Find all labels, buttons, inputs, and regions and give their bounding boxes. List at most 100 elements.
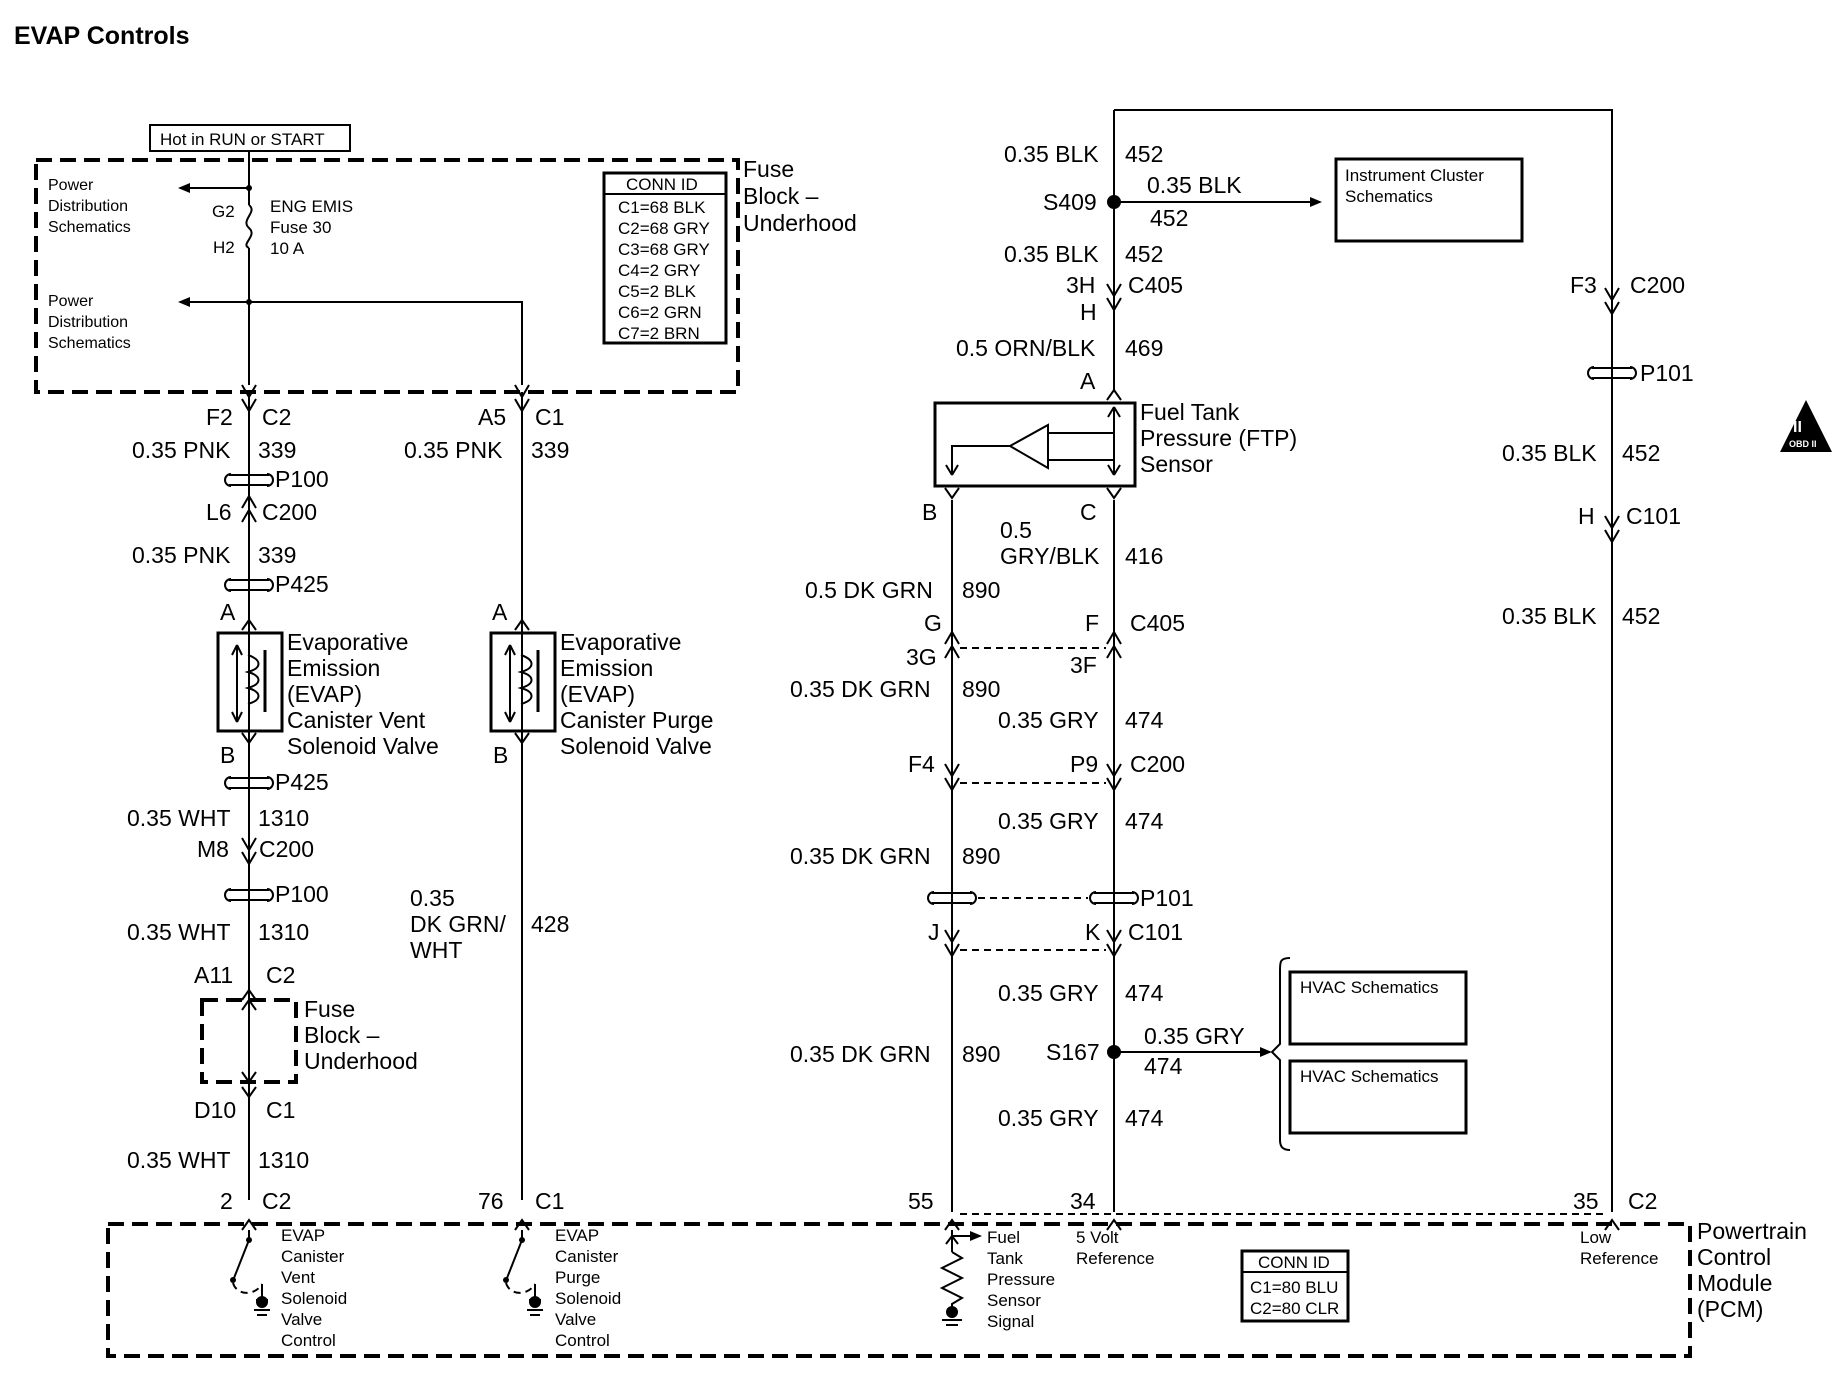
svg-text:0.35 DK GRN: 0.35 DK GRN	[790, 843, 931, 869]
svg-text:10 A: 10 A	[270, 239, 305, 258]
svg-text:DK GRN/: DK GRN/	[410, 911, 506, 937]
svg-text:G: G	[924, 610, 942, 636]
svg-text:Underhood: Underhood	[304, 1048, 418, 1074]
svg-text:Reference: Reference	[1076, 1249, 1154, 1268]
svg-text:Underhood: Underhood	[743, 210, 857, 236]
svg-text:0.35 PNK: 0.35 PNK	[132, 542, 231, 568]
conn-id-table	[602, 171, 728, 345]
svg-text:34: 34	[1070, 1188, 1096, 1214]
svg-text:469: 469	[1125, 335, 1163, 361]
hvac-schematics-link[interactable]	[1288, 970, 1468, 1046]
power-distribution-link-2[interactable]: Power	[48, 293, 94, 310]
svg-text:S167: S167	[1046, 1039, 1100, 1065]
svg-text:Solenoid: Solenoid	[555, 1289, 621, 1308]
svg-text:452: 452	[1150, 205, 1188, 231]
svg-text:416: 416	[1125, 543, 1163, 569]
svg-text:B: B	[493, 742, 508, 768]
svg-text:Module: Module	[1697, 1270, 1772, 1296]
power-distribution-link[interactable]: Power	[48, 177, 94, 194]
svg-text:C1: C1	[266, 1097, 295, 1123]
svg-text:K: K	[1085, 919, 1101, 945]
svg-text:Signal: Signal	[987, 1312, 1034, 1331]
svg-text:0.35 PNK: 0.35 PNK	[404, 437, 503, 463]
hvac-schematics-link-2[interactable]	[1288, 1059, 1468, 1135]
svg-text:428: 428	[531, 911, 569, 937]
purge-solenoid-valve	[489, 631, 557, 733]
splice-p425: P425	[275, 571, 329, 597]
svg-text:(EVAP): (EVAP)	[287, 681, 362, 707]
svg-text:Schematics: Schematics	[48, 335, 131, 352]
svg-text:F3: F3	[1570, 272, 1597, 298]
svg-text:0.35 BLK: 0.35 BLK	[1502, 440, 1597, 466]
hot-in-run-label: Hot in RUN or START	[160, 130, 325, 149]
svg-text:339: 339	[258, 542, 296, 568]
svg-text:J: J	[928, 919, 940, 945]
svg-text:0.35 GRY: 0.35 GRY	[998, 1105, 1099, 1131]
pcm-conn-id-table	[1240, 1249, 1350, 1323]
svg-text:Block –: Block –	[304, 1022, 380, 1048]
svg-text:C4=2 GRY: C4=2 GRY	[618, 261, 700, 280]
svg-text:0.35 WHT: 0.35 WHT	[127, 805, 231, 831]
svg-text:A: A	[220, 599, 236, 625]
svg-text:C2=68 GRY: C2=68 GRY	[618, 219, 710, 238]
low-reference-circuit: F3 C200 P101 0.35 BLK 452 H C101 0.35 BL…	[1502, 272, 1694, 1231]
svg-text:Valve: Valve	[555, 1310, 596, 1329]
svg-text:D10: D10	[194, 1097, 236, 1123]
svg-text:474: 474	[1125, 1105, 1164, 1131]
svg-text:Pressure: Pressure	[987, 1270, 1055, 1289]
svg-text:S409: S409	[1043, 189, 1097, 215]
svg-text:1310: 1310	[258, 919, 309, 945]
svg-text:F2: F2	[206, 404, 233, 430]
svg-text:452: 452	[1622, 440, 1660, 466]
svg-text:452: 452	[1622, 603, 1660, 629]
instrument-cluster-link[interactable]	[1334, 157, 1524, 243]
svg-text:Emission: Emission	[560, 655, 653, 681]
svg-text:C200: C200	[259, 836, 314, 862]
svg-text:Solenoid Valve: Solenoid Valve	[287, 733, 439, 759]
svg-text:A5: A5	[478, 404, 506, 430]
svg-text:Solenoid Valve: Solenoid Valve	[560, 733, 712, 759]
svg-text:C: C	[1080, 499, 1097, 525]
svg-text:II: II	[1793, 419, 1802, 436]
svg-text:3H: 3H	[1066, 272, 1095, 298]
svg-text:0.35: 0.35	[410, 885, 455, 911]
svg-text:474: 474	[1125, 980, 1164, 1006]
svg-text:Pressure (FTP): Pressure (FTP)	[1140, 425, 1297, 451]
svg-text:452: 452	[1125, 141, 1163, 167]
svg-text:A11: A11	[194, 962, 233, 988]
svg-text:0.35 BLK: 0.35 BLK	[1004, 241, 1099, 267]
svg-text:0.5: 0.5	[1000, 517, 1032, 543]
svg-text:WHT: WHT	[410, 937, 462, 963]
svg-text:EVAP: EVAP	[555, 1226, 599, 1245]
svg-text:(EVAP): (EVAP)	[560, 681, 635, 707]
svg-text:Sensor: Sensor	[987, 1291, 1041, 1310]
svg-text:C2: C2	[262, 1188, 291, 1214]
svg-text:Emission: Emission	[287, 655, 380, 681]
svg-text:0.35 DK GRN: 0.35 DK GRN	[790, 676, 931, 702]
coil-icon	[244, 654, 260, 705]
svg-text:Tank: Tank	[987, 1249, 1023, 1268]
svg-text:55: 55	[908, 1188, 934, 1214]
svg-text:C101: C101	[1626, 503, 1681, 529]
svg-text:Fuel: Fuel	[987, 1228, 1020, 1247]
vent-driver-switch-icon	[230, 1230, 270, 1316]
ftp-sensor-label: Fuel Tank	[1140, 399, 1240, 425]
svg-text:0.35 BLK: 0.35 BLK	[1147, 172, 1242, 198]
svg-text:CONN ID: CONN ID	[1258, 1253, 1330, 1272]
svg-text:B: B	[220, 742, 235, 768]
svg-text:P9: P9	[1070, 751, 1098, 777]
svg-text:474: 474	[1125, 808, 1164, 834]
svg-text:C2: C2	[266, 962, 295, 988]
coil-icon	[517, 654, 533, 705]
svg-text:C5=2 BLK: C5=2 BLK	[618, 282, 697, 301]
svg-text:Block –: Block –	[743, 183, 819, 209]
svg-text:0.35 DK GRN: 0.35 DK GRN	[790, 1041, 931, 1067]
svg-text:339: 339	[531, 437, 569, 463]
svg-text:Control: Control	[1697, 1244, 1771, 1270]
svg-text:C101: C101	[1128, 919, 1183, 945]
svg-text:C1: C1	[535, 1188, 564, 1214]
splice-p100: P100	[275, 466, 329, 492]
svg-text:C2: C2	[1628, 1188, 1657, 1214]
pcm-module: Powertrain Control Module (PCM) EVAP Can…	[106, 1218, 1807, 1358]
svg-text:F4: F4	[908, 751, 935, 777]
